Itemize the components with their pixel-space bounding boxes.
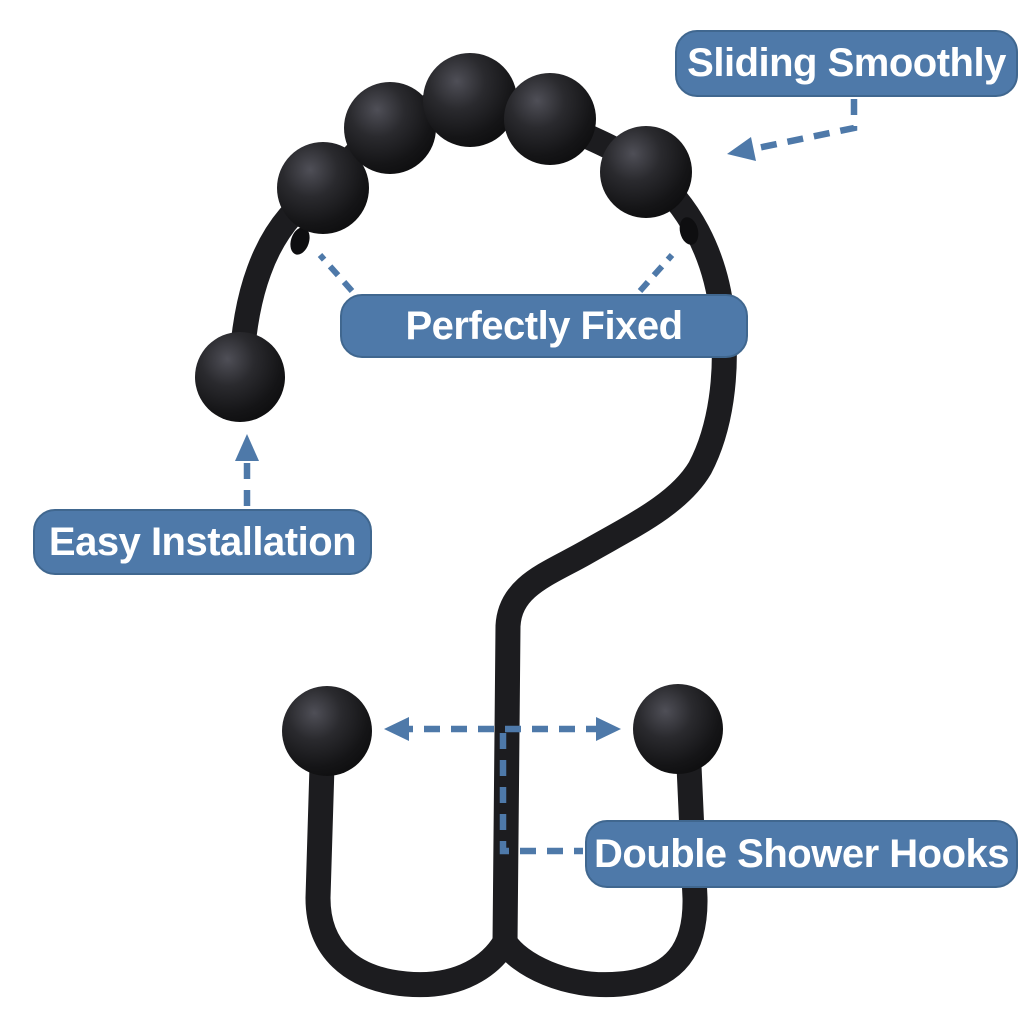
hook-base-wire: [305, 753, 708, 998]
easy-installation-arrowhead: [235, 434, 259, 461]
sliding-smoothly-arrowhead: [727, 137, 756, 161]
perfectly-fixed-tick-right: [637, 253, 675, 293]
bottom-right-hook-ball: [633, 684, 723, 774]
callout-sliding-smoothly: Sliding Smoothly: [675, 30, 1018, 97]
callout-easy-installation: Easy Installation: [33, 509, 372, 575]
sliding-bead-3: [423, 53, 517, 147]
bottom-left-hook-ball: [282, 686, 372, 776]
sliding-smoothly-arrow-line: [747, 99, 858, 154]
sliding-bead-1: [277, 142, 369, 234]
double-hooks-width-arrowhead-left: [384, 717, 409, 741]
callout-double-shower-hooks: Double Shower Hooks: [585, 820, 1018, 888]
callout-connectors: [235, 99, 858, 855]
double-shower-hooks-connector: [499, 733, 583, 855]
bead-stopper-left: [290, 227, 310, 255]
ring-end-ball: [195, 332, 285, 422]
sliding-bead-4: [504, 73, 596, 165]
bead-stopper-right: [679, 217, 699, 245]
perfectly-fixed-tick-left: [317, 253, 355, 293]
sliding-bead-2: [344, 82, 436, 174]
sliding-bead-5: [600, 126, 692, 218]
double-hooks-width-arrowhead-right: [596, 717, 621, 741]
callout-perfectly-fixed: Perfectly Fixed: [340, 294, 748, 358]
